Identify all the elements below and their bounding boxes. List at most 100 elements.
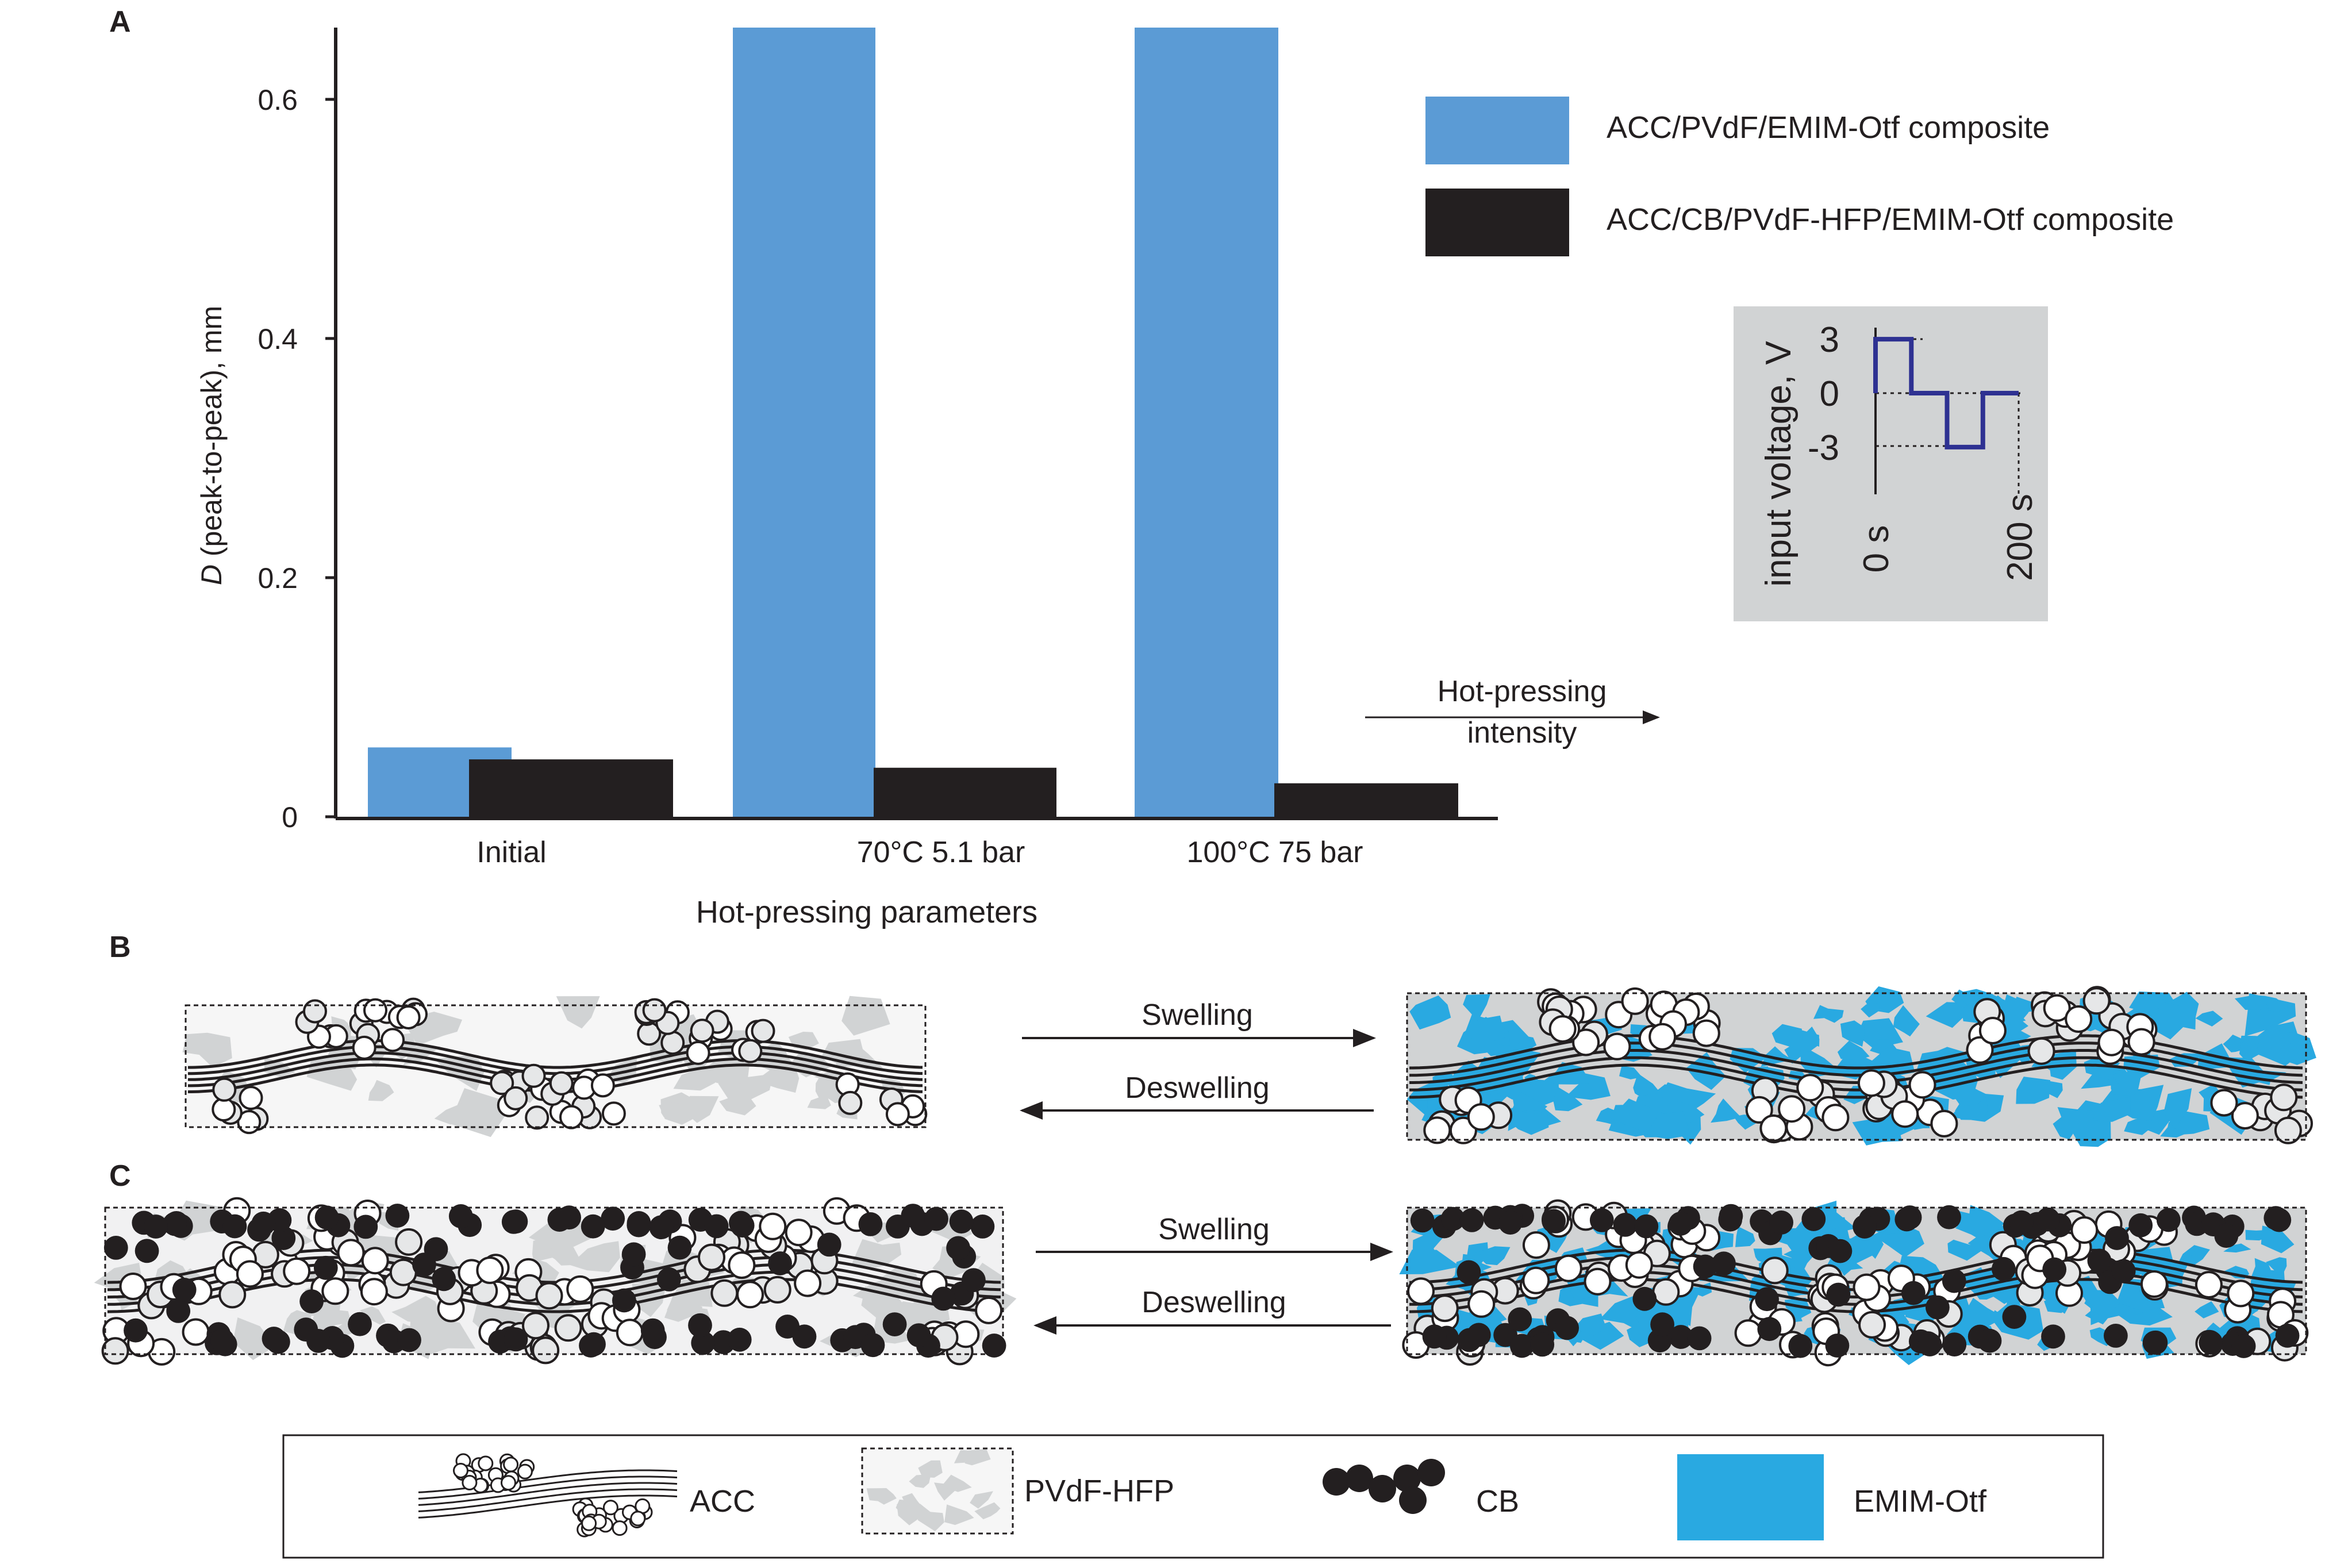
key-pvdf-label: PVdF-HFP bbox=[1024, 1474, 1174, 1508]
acc-particle bbox=[2043, 994, 2071, 1022]
inset-xtick-200: 200 s bbox=[2000, 494, 2040, 581]
cb-particle bbox=[1977, 1328, 2002, 1353]
acc-particle bbox=[2097, 1028, 2126, 1056]
key-acc-particle bbox=[630, 1511, 646, 1527]
cb-particle bbox=[1440, 1206, 1465, 1231]
cb-particle bbox=[1769, 1210, 1794, 1235]
cb-particle bbox=[1853, 1215, 1877, 1239]
acc-particle bbox=[239, 1086, 263, 1110]
acc-particle bbox=[2127, 1028, 2155, 1056]
x-axis-label: Hot-pressing parameters bbox=[696, 895, 1037, 929]
cb-particle bbox=[1650, 1312, 1675, 1337]
cb-particle bbox=[601, 1206, 625, 1231]
acc-particle bbox=[212, 1097, 236, 1122]
matrix-fragment bbox=[435, 1055, 485, 1092]
cb-particle bbox=[1942, 1269, 1966, 1293]
cb-particle bbox=[2142, 1331, 2167, 1355]
key-acc-label: ACC bbox=[690, 1484, 755, 1519]
cb-particle bbox=[2087, 1248, 2112, 1273]
matrix-fragment bbox=[1951, 1083, 1989, 1106]
matrix-fragment bbox=[1465, 1014, 1506, 1042]
acc-particle bbox=[710, 1279, 739, 1307]
matrix-fragment bbox=[1861, 1002, 1880, 1018]
matrix-fragment bbox=[1711, 1098, 1742, 1123]
cb-particle bbox=[582, 1332, 606, 1356]
acc-particle bbox=[2274, 1116, 2302, 1144]
cb-particle bbox=[1719, 1204, 1743, 1228]
key-acc-particle bbox=[503, 1456, 519, 1473]
inset-ytick-3: 3 bbox=[1820, 320, 1839, 360]
matrix-fragment bbox=[1514, 1036, 1537, 1052]
matrix-fragment bbox=[2195, 1301, 2219, 1319]
cb-particle bbox=[931, 1286, 956, 1311]
cb-particle bbox=[1457, 1260, 1481, 1285]
matrix-fragment bbox=[2012, 997, 2046, 1017]
matrix-fragment bbox=[1399, 1250, 1461, 1274]
annotation-line-1: Hot-pressing bbox=[1438, 675, 1607, 708]
matrix-fragment bbox=[1947, 1239, 1985, 1261]
cb-particle bbox=[924, 1206, 948, 1231]
matrix-fragment bbox=[1735, 1226, 1755, 1247]
key-acc-particle bbox=[501, 1475, 516, 1491]
cb-particle bbox=[2104, 1324, 2128, 1348]
cb-particle bbox=[688, 1313, 712, 1338]
cb-particle bbox=[172, 1278, 197, 1302]
acc-particle bbox=[504, 1086, 528, 1110]
cb-particle bbox=[397, 1328, 421, 1352]
acc-particle bbox=[476, 1256, 504, 1284]
cb-particle bbox=[1687, 1326, 1712, 1351]
key-pvdf-icon bbox=[861, 1447, 1014, 1535]
cb-particle bbox=[643, 1325, 667, 1350]
matrix-fragment bbox=[2261, 1225, 2295, 1254]
matrix-fragment bbox=[1955, 1205, 2005, 1238]
matrix-fragment bbox=[944, 1504, 974, 1525]
matrix-fragment bbox=[233, 1317, 275, 1361]
acc-particle bbox=[1407, 1277, 1435, 1305]
cb-particle bbox=[1498, 1210, 1523, 1235]
acc-particle bbox=[1584, 1267, 1612, 1296]
acc-particle bbox=[736, 1281, 764, 1309]
y-tick-label: 0.2 bbox=[258, 562, 298, 594]
acc-particle bbox=[2140, 1270, 2168, 1298]
cb-particle bbox=[2042, 1257, 2067, 1282]
acc-particle bbox=[218, 1281, 247, 1309]
cb-particle bbox=[1788, 1333, 1813, 1358]
fiber-strand bbox=[188, 1039, 923, 1069]
matrix-fragment bbox=[391, 1296, 444, 1324]
cb-particle bbox=[2156, 1208, 2181, 1232]
matrix-fragment bbox=[2057, 1107, 2096, 1140]
matrix-fragment bbox=[1463, 994, 1490, 1021]
matrix-fragment bbox=[918, 1460, 943, 1478]
swelling-arrows-b: Swelling Deswelling bbox=[1020, 998, 1376, 1120]
acc-particle bbox=[361, 1247, 389, 1275]
cb-particle bbox=[649, 1215, 674, 1240]
x-tick-label: 70°C 5.1 bar bbox=[857, 836, 1025, 869]
cb-particle bbox=[504, 1209, 528, 1234]
key-acc-particle bbox=[517, 1463, 533, 1479]
cb-particle bbox=[2263, 1206, 2288, 1231]
acc-particle bbox=[1759, 1114, 1788, 1142]
cb-particle bbox=[1632, 1286, 1657, 1311]
cb-particle bbox=[691, 1331, 716, 1355]
acc-particle bbox=[566, 1275, 594, 1303]
cb-particle bbox=[353, 1215, 378, 1239]
cb-particle bbox=[313, 1255, 338, 1280]
acc-particle bbox=[554, 1314, 582, 1342]
cb-particle bbox=[1901, 1281, 1926, 1305]
cb-particle bbox=[2002, 1305, 2027, 1329]
acc-particle bbox=[2027, 1037, 2055, 1065]
cb-particle bbox=[306, 1329, 331, 1353]
legend-label-1: ACC/PVdF/EMIM-Otf composite bbox=[1607, 110, 2050, 145]
cb-particle bbox=[385, 1204, 410, 1228]
key-acc-icon bbox=[418, 1453, 678, 1538]
cb-particle bbox=[547, 1208, 572, 1232]
key-cb-label: CB bbox=[1476, 1484, 1519, 1519]
acc-particle bbox=[642, 998, 667, 1023]
fiber-strand bbox=[1409, 1063, 2303, 1099]
matrix-fragment bbox=[1771, 1024, 1803, 1048]
acc-particle bbox=[381, 1028, 405, 1052]
matrix-fragment bbox=[1475, 1246, 1511, 1266]
matrix-fragment bbox=[434, 1102, 467, 1125]
bar-pvdf-1 bbox=[733, 28, 875, 817]
